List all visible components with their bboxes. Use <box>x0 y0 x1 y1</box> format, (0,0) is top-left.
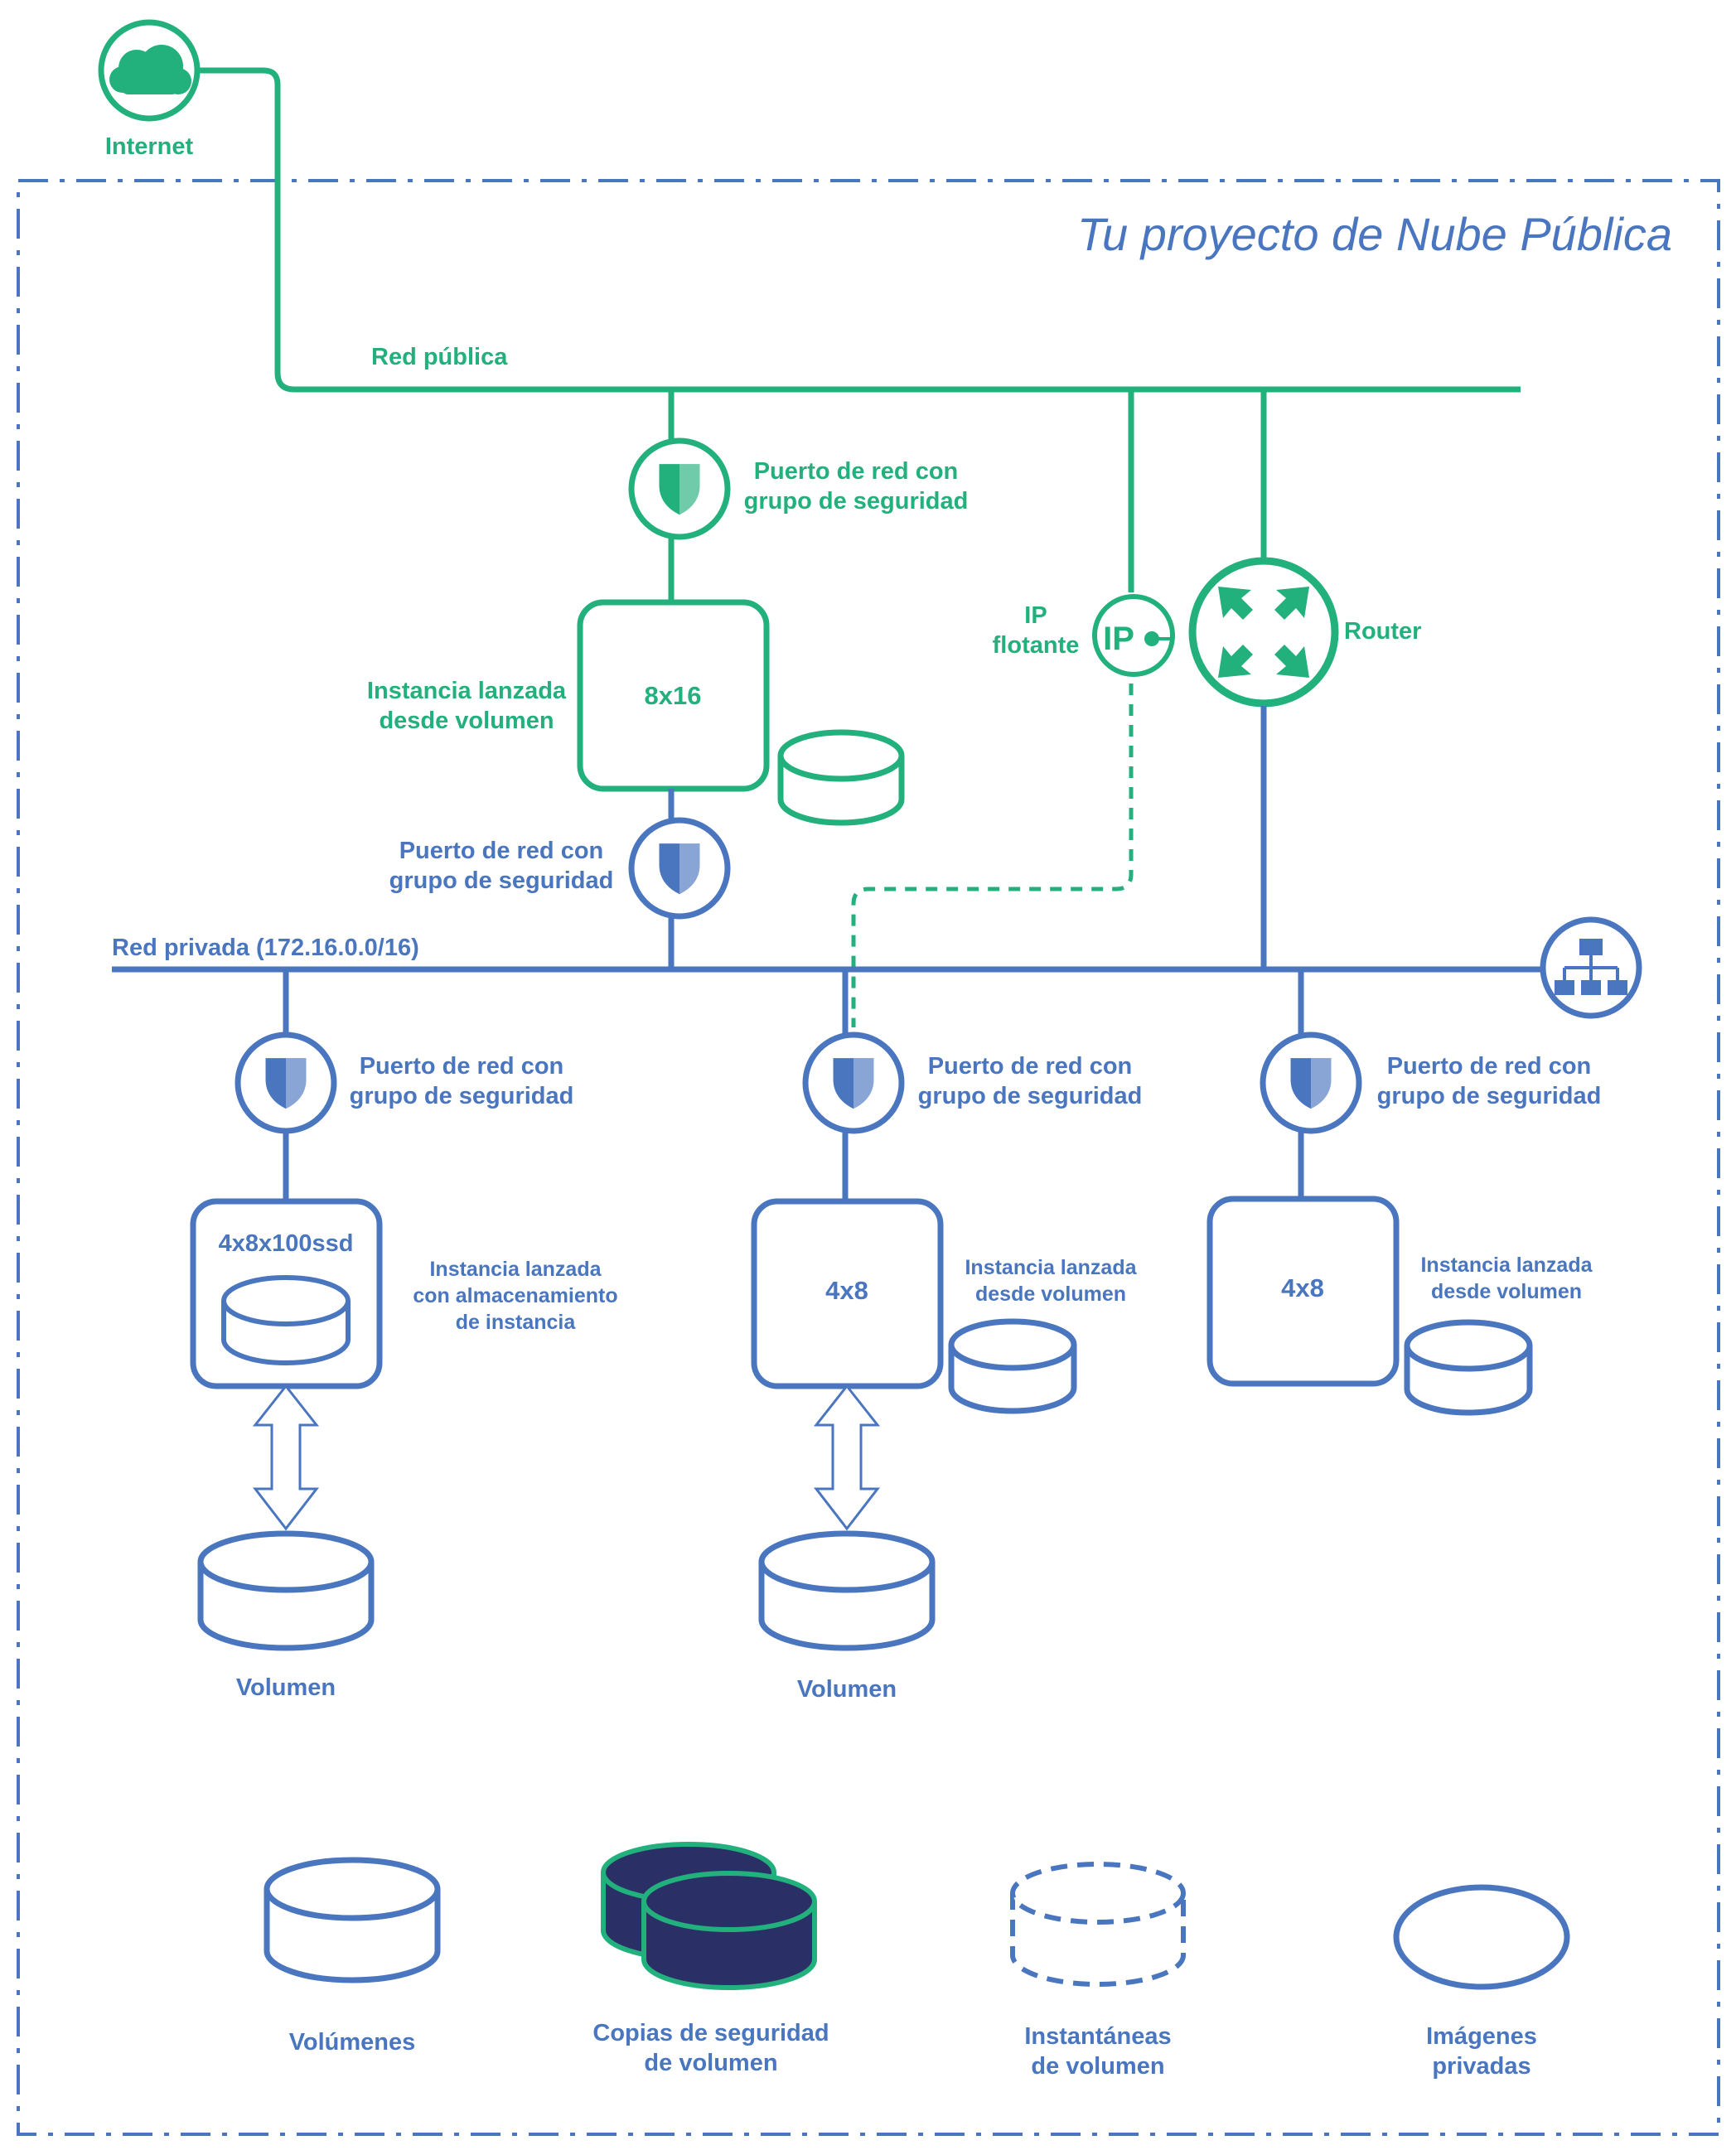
project-boundary <box>17 179 1720 2136</box>
legend-backups-label-l2: de volumen <box>644 2050 777 2076</box>
instance-right[interactable] <box>1206 1196 1400 1387</box>
security-port-public[interactable] <box>628 437 731 540</box>
legend-snapshots-icon <box>1010 1862 1186 1987</box>
port-label-right-l2: grupo de seguridad <box>1377 1083 1602 1109</box>
instance-left-desc-l1: Instancia lanzada <box>429 1258 602 1281</box>
instance-middle-size: 4x8 <box>825 1276 868 1305</box>
private-network-label: Red privada (172.16.0.0/16) <box>112 935 419 961</box>
instance-right-volume[interactable] <box>1404 1319 1533 1416</box>
network-topology-icon <box>1555 939 1627 995</box>
floating-ip-icon-text: IP <box>1103 621 1134 657</box>
legend-volumes-icon <box>264 1857 441 1983</box>
port-label-main-l1: Puerto de red con <box>399 838 604 864</box>
cloud-icon <box>109 45 191 94</box>
internet-node[interactable] <box>98 19 201 122</box>
instance-left-local-disk <box>221 1275 351 1365</box>
instance-right-desc-l1: Instancia lanzada <box>1420 1254 1593 1277</box>
instance-main-volume[interactable] <box>777 729 905 826</box>
port-label-main-l2: grupo de seguridad <box>389 867 614 894</box>
port-label-middle-l2: grupo de seguridad <box>918 1083 1143 1109</box>
port-label-left-l1: Puerto de red con <box>360 1053 564 1080</box>
legend-volumes-label: Volúmenes <box>289 2029 416 2056</box>
legend-snapshots-label-l2: de volumen <box>1031 2053 1164 2080</box>
project-title: Tu proyecto de Nube Pública <box>1077 208 1672 260</box>
floating-ip-node[interactable]: IP <box>1092 594 1175 677</box>
legend-images-label-l1: Imágenes <box>1426 2023 1537 2050</box>
internet-uplink <box>197 67 1521 393</box>
volume-middle-label: Volumen <box>797 1676 897 1703</box>
instance-middle-volume[interactable] <box>948 1318 1077 1414</box>
private-network-node[interactable] <box>1540 916 1642 1019</box>
port-label-right-l1: Puerto de red con <box>1387 1053 1592 1080</box>
instance-main-desc-l1: Instancia lanzada <box>367 678 567 704</box>
instance-left-desc-l3: de instancia <box>456 1311 577 1334</box>
port-label-public-l2: grupo de seguridad <box>744 488 969 515</box>
attach-arrow-left <box>252 1384 320 1531</box>
security-port-middle[interactable] <box>802 1032 905 1134</box>
legend-backups-icon <box>601 1842 817 1990</box>
instance-main-size: 8x16 <box>645 681 702 710</box>
volume-left[interactable] <box>197 1530 375 1651</box>
router-icon <box>1218 587 1309 678</box>
legend-images-icon <box>1393 1884 1570 1990</box>
instance-left-desc-l2: con almacenamiento <box>413 1284 617 1307</box>
legend-images-label-l2: privadas <box>1432 2053 1530 2080</box>
instance-middle-desc-l1: Instancia lanzada <box>965 1256 1137 1279</box>
port-label-middle-l1: Puerto de red con <box>928 1053 1133 1080</box>
instance-right-size: 4x8 <box>1281 1273 1324 1302</box>
attach-arrow-middle <box>813 1384 881 1531</box>
instance-middle-desc-l2: desde volumen <box>975 1283 1126 1306</box>
security-port-main-private[interactable] <box>628 817 731 920</box>
port-label-public-l1: Puerto de red con <box>754 458 959 485</box>
router-label: Router <box>1344 618 1421 645</box>
internet-label: Internet <box>105 133 194 160</box>
public-network-label: Red pública <box>371 344 508 370</box>
port-label-left-l2: grupo de seguridad <box>350 1083 574 1109</box>
legend-snapshots-label-l1: Instantáneas <box>1024 2023 1171 2050</box>
volume-middle[interactable] <box>758 1530 936 1651</box>
security-port-right[interactable] <box>1260 1032 1362 1134</box>
volume-left-label: Volumen <box>236 1674 336 1701</box>
router-node[interactable] <box>1188 557 1339 708</box>
instance-left-size: 4x8x100ssd <box>219 1230 354 1257</box>
legend-backups-label-l1: Copias de seguridad <box>592 2020 829 2046</box>
floating-ip-mapping <box>851 684 1134 1027</box>
security-port-left[interactable] <box>235 1032 337 1134</box>
instance-right-desc-l2: desde volumen <box>1431 1280 1582 1303</box>
floating-ip-label-l2: flotante <box>993 632 1080 659</box>
floating-ip-label-l1: IP <box>1024 602 1047 629</box>
instance-main-desc-l2: desde volumen <box>379 708 554 734</box>
